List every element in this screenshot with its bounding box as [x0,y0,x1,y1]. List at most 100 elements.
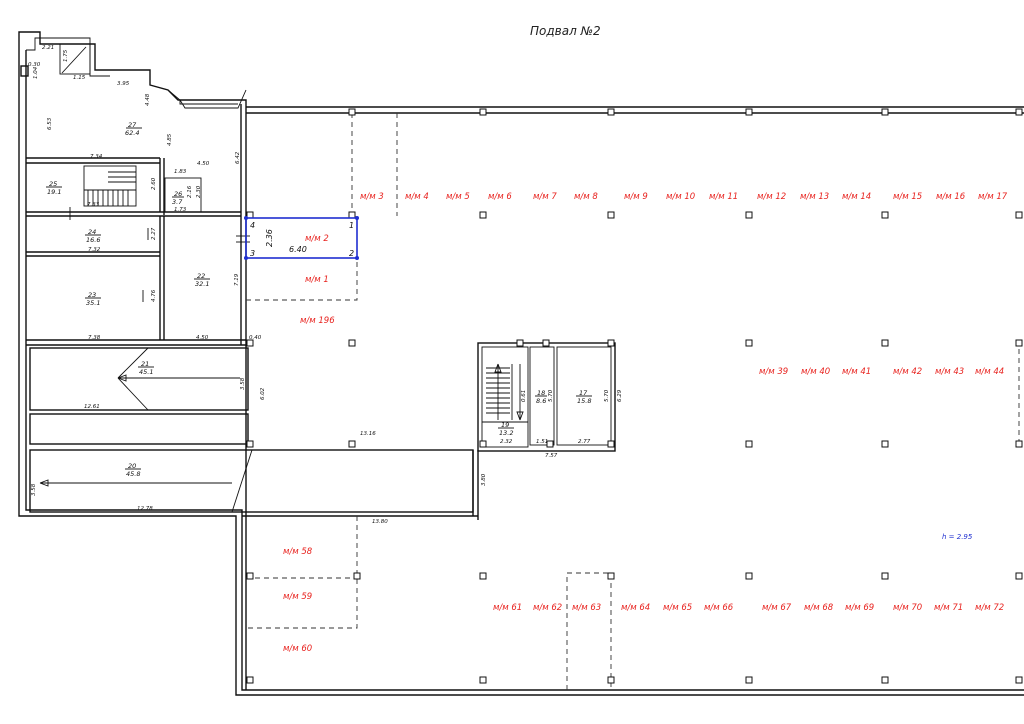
spot-mm8[interactable]: м/м 8 [574,192,598,202]
dim-13-80: 13.80 [372,519,388,525]
plan-title: Подвал №2 [530,24,601,38]
room-25-number: 25 [49,180,57,188]
columns [246,108,1023,684]
room-24-number: 24 [88,228,96,236]
selected-spot-mm2[interactable]: 1 2 3 4 6.40 2.36 [244,216,359,260]
dim-0-40: 0.40 [249,335,262,341]
dim-4-48: 4.48 [145,93,151,106]
spot-mm60[interactable]: м/м 60 [283,644,312,654]
spot-mm66[interactable]: м/м 66 [704,603,734,613]
spot-mm5[interactable]: м/м 5 [446,192,470,202]
spot-mm67[interactable]: м/м 67 [762,603,792,613]
spot-mm6[interactable]: м/м 6 [488,192,512,202]
room-23-number: 23 [88,291,96,299]
spot-mm44[interactable]: м/м 44 [975,367,1004,377]
column [246,572,254,580]
spot-mm42[interactable]: м/м 42 [893,367,922,377]
spot-mm12[interactable]: м/м 12 [757,192,786,202]
room-labels: 27 62.4 25 19.1 26 3.7 24 16.6 23 35.1 2… [46,121,592,478]
spot-mm9[interactable]: м/м 9 [624,192,648,202]
dim-1-73: 1.73 [174,207,187,213]
spot-mm13[interactable]: м/м 13 [800,192,829,202]
column [1015,339,1023,347]
room-27-number: 27 [128,121,137,129]
spot-mm7[interactable]: м/м 7 [533,192,557,202]
spot-mm14[interactable]: м/м 14 [842,192,871,202]
column [246,339,254,347]
dimension-labels: 2.21 1.75 0.30 1.04 1.15 3.95 4.48 6.53 … [28,45,623,525]
spot-mm71[interactable]: м/м 71 [934,603,963,613]
column [881,339,889,347]
dim-1-04: 1.04 [33,66,39,79]
dim-4-85: 4.85 [167,133,173,146]
dim-4-50-top: 4.50 [197,161,210,167]
spot-mm40[interactable]: м/м 40 [801,367,830,377]
room-17-area: 15.8 [577,397,591,405]
spot-mm41[interactable]: м/м 41 [842,367,871,377]
dim-7-57: 7.57 [545,453,558,459]
spot-mm65[interactable]: м/м 65 [663,603,692,613]
dim-1-75: 1.75 [63,49,69,62]
column [348,108,356,116]
spot-mm70[interactable]: м/м 70 [893,603,922,613]
room-19-number: 19 [501,421,509,429]
column [546,440,554,448]
vertex-4: 4 [250,221,255,230]
column [479,211,487,219]
room-19-area: 13.2 [499,429,513,437]
dim-1-51: 1.51 [536,439,548,445]
spot-mm72[interactable]: м/м 72 [975,603,1004,613]
spot-mm58[interactable]: м/м 58 [283,547,313,557]
spot-mm64[interactable]: м/м 64 [621,603,650,613]
spot-mm2[interactable]: м/м 2 [305,234,329,244]
spot-mm39[interactable]: м/м 39 [759,367,788,377]
room-22-number: 22 [197,272,205,280]
column [745,108,753,116]
selection-depth: 2.36 [265,229,274,247]
column [479,108,487,116]
room-24-area: 16.6 [86,236,100,244]
spot-mm62[interactable]: м/м 62 [533,603,562,613]
column [881,572,889,580]
column [353,572,361,580]
spot-mm17[interactable]: м/м 17 [978,192,1008,202]
spot-mm196[interactable]: м/м 196 [300,316,335,326]
dim-2-16: 2.16 [187,185,193,198]
lower-left-walls [29,347,474,513]
spot-mm11[interactable]: м/м 11 [709,192,738,202]
dim-7-32: 7.32 [88,247,101,253]
column [348,211,356,219]
spot-mm3[interactable]: м/м 3 [360,192,384,202]
room-26-number: 26 [174,190,182,198]
spot-mm63[interactable]: м/м 63 [572,603,601,613]
vertex-2: 2 [349,249,354,258]
spot-mm43[interactable]: м/м 43 [935,367,964,377]
room-21-area: 45.1 [139,368,153,376]
room-walls [26,157,250,346]
column [745,440,753,448]
dim-2-60: 2.60 [151,177,157,190]
dim-6-29: 6.29 [617,389,623,402]
room-22-area: 32.1 [195,280,209,288]
column [1015,676,1023,684]
spot-mm4[interactable]: м/м 4 [405,192,429,202]
column [881,440,889,448]
spot-mm1[interactable]: м/м 1 [305,275,329,285]
dim-4-50-bottom: 4.50 [196,335,209,341]
height-note: h = 2.95 [942,533,973,541]
dim-3-58-room21: 3.58 [240,377,246,390]
spot-mm16[interactable]: м/м 16 [936,192,966,202]
dim-7-34: 7.34 [90,154,103,160]
spot-mm68[interactable]: м/м 68 [804,603,834,613]
dim-5-70-a: 5.70 [548,389,554,402]
column [607,440,615,448]
spot-mm61[interactable]: м/м 61 [493,603,522,613]
dim-3-58-room20: 3.58 [31,483,37,496]
dim-5-70-b: 5.70 [604,389,610,402]
spot-mm59[interactable]: м/м 59 [283,592,312,602]
spot-mm69[interactable]: м/м 69 [845,603,874,613]
spot-mm10[interactable]: м/м 10 [666,192,695,202]
column [348,440,356,448]
spot-mm15[interactable]: м/м 15 [893,192,922,202]
dim-7-19: 7.19 [234,273,240,286]
